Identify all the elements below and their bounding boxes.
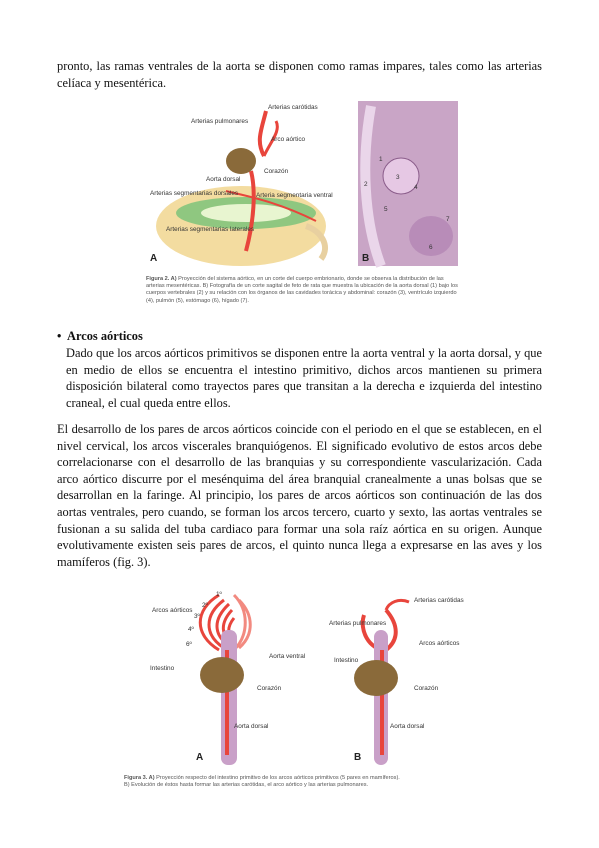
label-carotidas: Arterias carótidas — [268, 104, 318, 111]
label-b-intestino: Intestino — [334, 657, 359, 664]
num-4: 4 — [414, 184, 418, 191]
label-b-aorta-dorsal: Aorta dorsal — [390, 723, 424, 730]
aortic-arches-pairs — [198, 593, 236, 652]
figure-3-panel-a: Arcos aórticos 1º 2º 3º 4º 6º Intestino … — [150, 591, 305, 765]
heart-a — [200, 657, 244, 693]
figure-3-caption-line1: Proyección respecto del intestino primit… — [156, 775, 400, 781]
label-a-aorta-ventral: Aorta ventral — [269, 653, 305, 660]
aortic-arches-right — [232, 593, 252, 652]
label-corazon: Corazón — [264, 168, 289, 175]
liver-section — [409, 216, 453, 256]
label-pulmonares: Arterias pulmonares — [191, 118, 248, 125]
label-a-4: 4º — [188, 626, 195, 633]
figure-3-caption-label: Figura 3. A) — [124, 775, 155, 781]
figure-3-caption: Figura 3. A) Proyección respecto del int… — [124, 775, 480, 789]
paragraph-intro: pronto, las ramas ventrales de la aorta … — [57, 59, 542, 90]
paragraph-bullet: Dado que los arcos aórticos primitivos s… — [66, 346, 542, 410]
num-6: 6 — [429, 244, 433, 251]
carotid-artery — [257, 110, 268, 157]
label-segmentaria-ventral: Arteria segmentaria ventral — [256, 192, 333, 199]
carotid-b — [384, 598, 410, 611]
label-a-arcos: Arcos aórticos — [152, 607, 193, 614]
label-a-6: 6º — [186, 641, 193, 648]
label-a-aorta-dorsal: Aorta dorsal — [234, 723, 268, 730]
label-b-carotidas: Arterias carótidas — [414, 597, 464, 604]
figure-2-panel-a: A Arterias carótidas Arterias pulmonares… — [150, 104, 333, 266]
heart-section — [382, 157, 420, 195]
label-a-3: 3º — [194, 613, 201, 620]
label-a-2: 2º — [202, 602, 209, 609]
section-heading: • Arcos aórticos — [57, 329, 143, 344]
section-title: Arcos aórticos — [67, 329, 143, 343]
embryo-lumen — [201, 204, 291, 222]
label-segmentarias-dorsales: Arterias segmentarias dorsales — [150, 190, 238, 197]
panel-a-letter: A — [150, 253, 157, 264]
aortic-arch — [262, 120, 279, 157]
label-b-corazon: Corazón — [414, 685, 439, 692]
panel-b-letter: B — [362, 253, 369, 264]
label-a-1: 1º — [216, 591, 223, 598]
ventral-segmental-artery — [225, 190, 317, 222]
figure-2: A Arterias carótidas Arterias pulmonares… — [146, 101, 460, 304]
gut-loop — [304, 223, 328, 261]
num-7: 7 — [446, 216, 450, 223]
figure-2-illustration: A Arterias carótidas Arterias pulmonares… — [150, 101, 458, 268]
num-1: 1 — [379, 156, 383, 163]
label-b-arcos: Arcos aórticos — [419, 640, 460, 647]
figure-2-panel-b: B 1 2 3 4 5 6 7 — [358, 101, 458, 268]
num-5: 5 — [384, 206, 388, 213]
figure-3-caption-line2: B) Evolución de éstos hasta formar las a… — [124, 782, 369, 789]
figure-3-illustration: Arcos aórticos 1º 2º 3º 4º 6º Intestino … — [150, 591, 464, 765]
label-b-pulmonares: Arterias pulmonares — [329, 620, 386, 627]
num-3: 3 — [396, 174, 400, 181]
panel-b-letter-3: B — [354, 752, 361, 763]
label-aorta-dorsal: Aorta dorsal — [206, 176, 240, 183]
bullet-icon: • — [57, 329, 62, 343]
panel-a-letter-3: A — [196, 752, 203, 763]
figure-3: Arcos aórticos 1º 2º 3º 4º 6º Intestino … — [124, 590, 480, 800]
heart — [226, 148, 256, 174]
paragraph-main: El desarrollo de los pares de arcos aórt… — [57, 422, 542, 569]
figure-2-caption-text: Proyección del sistema aórtico, en un co… — [146, 276, 458, 304]
num-2: 2 — [364, 181, 368, 188]
heart-b — [354, 660, 398, 696]
label-a-intestino: Intestino — [150, 665, 175, 672]
figure-2-caption-label: Figura 2. A) — [146, 276, 177, 282]
figure-2-caption: Figura 2. A) Proyección del sistema aórt… — [146, 276, 460, 305]
dorsal-aorta — [244, 170, 256, 252]
figure-3-panel-b: Arterias carótidas Arterias pulmonares A… — [329, 597, 464, 765]
vertebral-column — [360, 105, 386, 268]
label-arco: Arco aórtico — [271, 136, 306, 143]
label-a-corazon: Corazón — [257, 685, 282, 692]
label-segmentarias-laterales: Arterias segmentarias laterales — [166, 226, 254, 233]
